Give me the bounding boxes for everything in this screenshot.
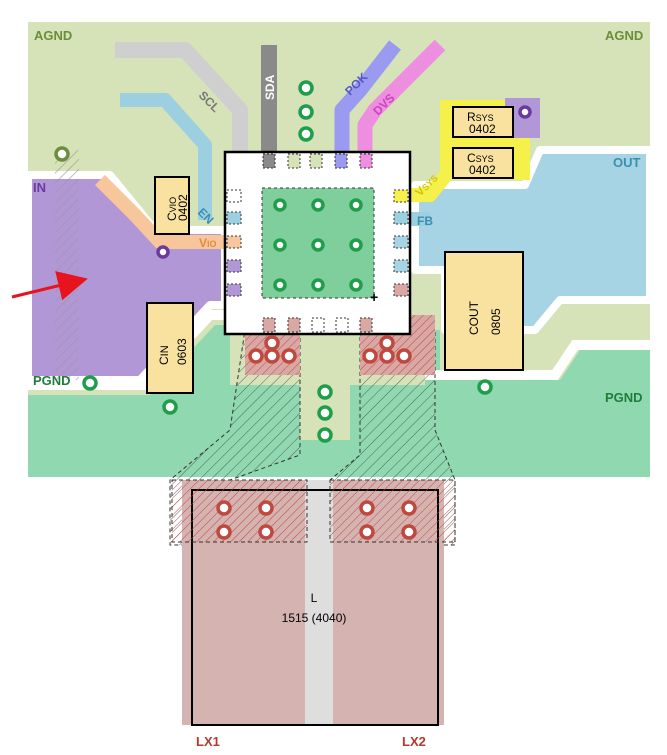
pin1-marker: + [370,289,378,305]
sda-trace [261,45,277,165]
ground-vias [54,80,493,443]
inductor-gap [305,480,333,725]
inductor-outline [191,489,439,726]
cout-size: 0805 [489,308,503,335]
agnd-right-label: AGND [605,28,643,43]
red-arrow [11,271,88,301]
cin-label: CIN [157,345,171,365]
csys-component [452,147,514,179]
ic-pins-right [393,189,409,297]
rsys-component [452,106,514,138]
cvio-size: 0402 [176,194,190,221]
inductor-top-hatch-left [171,479,308,543]
pgnd-right-label: PGND [605,390,643,405]
vio-trace [95,175,230,249]
ic-pins-bottom [262,317,373,333]
scl-trace [115,42,248,185]
rsys-size: 0402 [469,122,496,136]
csys-size: 0402 [469,163,496,177]
inductor-size: 1515 (4040) [282,611,347,625]
cin-component [146,302,194,394]
pgnd-clearance-right [425,340,650,380]
lx1-label: LX1 [196,734,220,749]
in-label: IN [33,180,46,195]
ic-pins-top [262,153,373,169]
out-label: OUT [613,155,641,170]
fb-label: FB [417,214,433,228]
inductor-top-hatch-right [329,479,456,543]
vio-label: VIO [199,236,217,250]
purple-vias [156,105,532,259]
en-trace [120,93,212,220]
cout-component [444,251,524,371]
sda-label: SDA [263,74,277,100]
rsys-label: RSYS [467,110,494,124]
cvio-label: CVIO [165,197,179,221]
pok-trace [334,40,401,168]
cin-size: 0603 [175,338,189,365]
ic-pins-left [226,189,242,297]
in-hatch-strip [55,150,79,380]
pgnd-left-label: PGND [33,373,71,388]
csys-label: CSYS [467,151,494,165]
agnd-left-label: AGND [34,28,72,43]
inductor-label: L [311,591,318,605]
lx2-label: LX2 [402,734,426,749]
lx-vias [216,335,417,540]
cout-label: COUT [467,300,481,335]
cvio-component [154,176,190,235]
dvs-trace [357,39,446,168]
ic-thermal-vias [273,198,363,292]
